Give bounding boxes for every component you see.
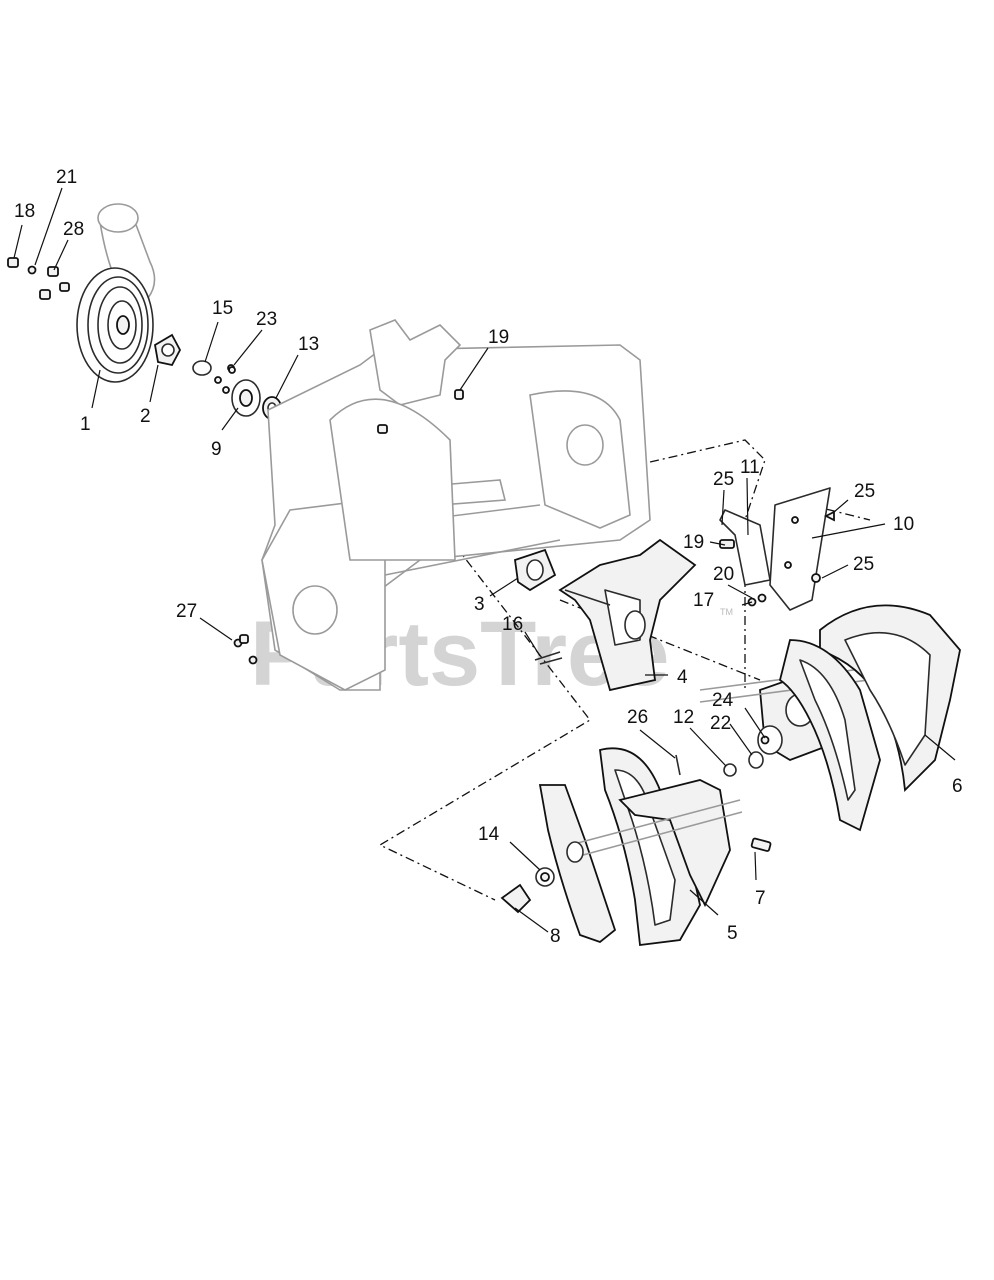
callouts: 18 21 28 1 2 15 23 13 9 19 25 11 25 10 1… (14, 167, 963, 947)
flange-plate (514, 548, 557, 592)
callout-10: 10 (893, 514, 914, 535)
callout-18: 18 (14, 201, 35, 222)
auger-left (538, 747, 743, 947)
callout-25-right: 25 (853, 554, 874, 575)
callout-12: 12 (673, 707, 694, 728)
callout-26: 26 (627, 707, 648, 728)
callout-14: 14 (478, 824, 500, 845)
callout-3: 3 (474, 594, 485, 615)
impeller (558, 538, 697, 692)
callout-16: 16 (502, 614, 523, 635)
callout-19-top: 19 (488, 327, 509, 348)
callout-27: 27 (176, 601, 197, 622)
callout-2: 2 (140, 406, 151, 427)
auger-housing (261, 319, 651, 691)
callout-24: 24 (712, 690, 734, 711)
bearing-hardware (154, 333, 282, 420)
leader-lines (13, 187, 956, 933)
callout-5: 5 (727, 923, 738, 944)
callout-15: 15 (212, 298, 233, 319)
pins (534, 651, 563, 665)
misc-hardware (228, 366, 772, 914)
callout-28: 28 (63, 219, 84, 240)
callout-11: 11 (740, 457, 760, 478)
callout-25-left: 25 (713, 469, 734, 490)
pulley-assembly (76, 203, 156, 383)
callout-8: 8 (550, 926, 561, 947)
callout-23: 23 (256, 309, 277, 330)
callout-6: 6 (952, 776, 963, 797)
callout-19-right: 19 (683, 532, 704, 553)
gearbox-brackets (719, 487, 835, 611)
callout-25-top-right: 25 (854, 481, 875, 502)
callout-17: 17 (693, 590, 714, 611)
pulley-hardware (7, 257, 70, 300)
callout-20: 20 (713, 564, 734, 585)
watermark-tm: TM (720, 607, 733, 617)
callout-9: 9 (211, 439, 222, 460)
callout-13: 13 (298, 334, 319, 355)
callout-22: 22 (710, 713, 731, 734)
callout-1: 1 (80, 414, 91, 435)
auger-right (778, 604, 961, 832)
callout-21: 21 (56, 167, 77, 188)
callout-7: 7 (755, 888, 766, 909)
callout-4: 4 (677, 667, 688, 688)
